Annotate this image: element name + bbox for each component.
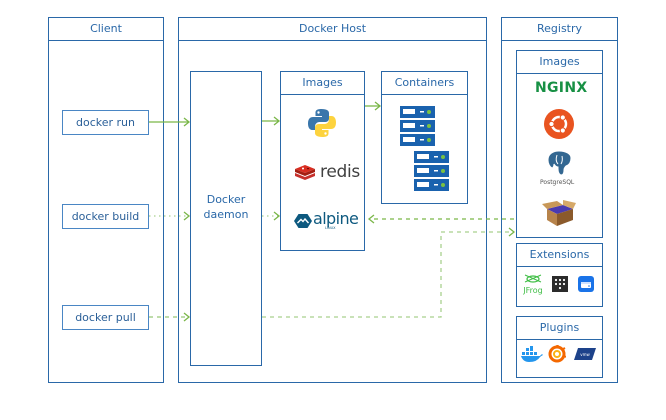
daemon-alpine-arrow-head: [273, 211, 281, 221]
registry-plugins-title: Plugins: [517, 317, 602, 340]
build-arrow-head: [183, 211, 191, 221]
registry-extensions-box: Extensions: [516, 243, 603, 307]
docker-host-title: Docker Host: [179, 18, 486, 41]
alpine-logo-icon: [294, 214, 312, 228]
registry-images-title: Images: [517, 51, 602, 74]
docker-daemon-label: Docker daemon: [191, 192, 261, 222]
daemon-label-line2: daemon: [203, 208, 249, 221]
images-containers-arrow-head: [374, 101, 382, 111]
containers-title: Containers: [382, 72, 467, 95]
pull-arrow-head: [183, 312, 191, 322]
registry-title: Registry: [502, 18, 617, 41]
server-stack-icon: [400, 106, 435, 146]
docker-daemon-box[interactable]: Docker daemon: [190, 71, 262, 366]
docker-run-command[interactable]: docker run: [62, 110, 149, 135]
host-images-title: Images: [281, 72, 364, 95]
nginx-logo-text: NGINX: [535, 80, 588, 96]
postgresql-logo-icon: [547, 150, 572, 176]
docker-build-command[interactable]: docker build: [62, 204, 149, 229]
open-box-icon: [542, 200, 576, 226]
svg-text:JFrog: JFrog: [523, 286, 543, 295]
pull-registry-route: [262, 231, 514, 318]
alpine-logo-subtext: LINUX: [325, 226, 336, 230]
registry-alpine-arrow-head: [367, 214, 375, 224]
docker-whale-icon: [521, 346, 543, 362]
client-title: Client: [49, 18, 163, 41]
redis-logo-text: redis: [320, 162, 360, 182]
daemon-label-line1: Docker: [206, 193, 246, 206]
svg-text:vmw: vmw: [580, 352, 590, 357]
dots-grid-icon: [552, 276, 568, 292]
vmware-logo-icon: vmw: [574, 348, 596, 360]
disk-drive-icon: [578, 276, 594, 292]
python-logo-icon: [308, 109, 336, 137]
registry-extensions-title: Extensions: [517, 244, 602, 267]
jfrog-logo-icon: JFrog: [523, 274, 543, 295]
grafana-logo-icon: [548, 345, 566, 363]
docker-pull-command[interactable]: docker pull: [62, 305, 149, 330]
postgresql-logo-text: PostgreSQL: [540, 179, 575, 186]
redis-cube-icon: [295, 165, 315, 180]
ubuntu-logo-icon: [544, 109, 574, 139]
alpine-logo-text: alpine: [313, 209, 359, 228]
run-arrow-head: [183, 117, 191, 127]
pull-registry-arrow-head: [508, 227, 516, 237]
daemon-images-arrow-head: [273, 116, 281, 126]
server-stack-icon: [414, 151, 449, 191]
